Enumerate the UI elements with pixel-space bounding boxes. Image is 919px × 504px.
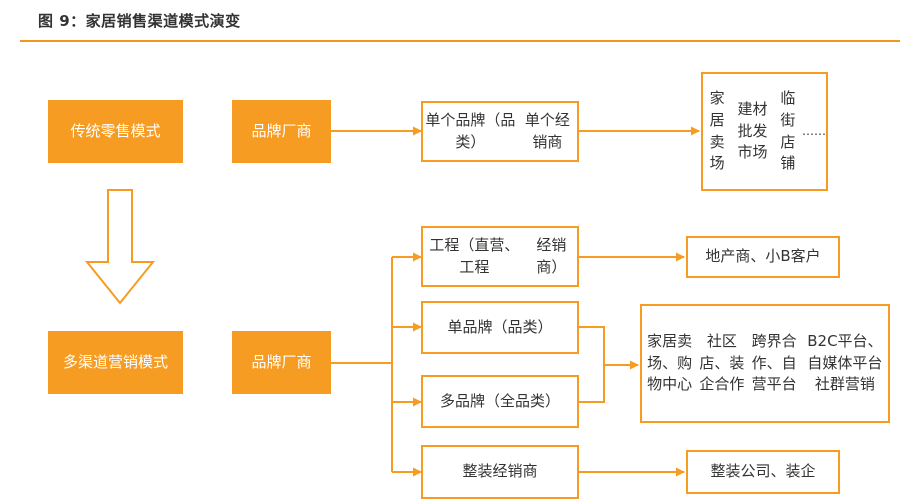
figure-title: 图 9：家居销售渠道模式演变 — [38, 12, 241, 30]
multichannel-brand-box: 品牌厂商 — [232, 331, 331, 394]
target-line: 社区店、装企合作 — [699, 331, 745, 394]
whole-house-dealer-box: 整装经销商 — [421, 445, 579, 499]
evolution-down-arrow — [84, 189, 156, 305]
single-brand-dealer-box: 单个品牌（品类） 单个经销商 — [421, 101, 579, 162]
outlet-line: 临街店铺 — [780, 89, 796, 173]
whole-house-target-box: 整装公司、装企 — [686, 450, 840, 494]
brand-targets-box: 家居卖场、购物中心 社区店、装企合作 跨界合作、自营平台 B2C平台、自媒体平台… — [640, 304, 890, 423]
outlet-ellipsis: …… — [801, 123, 826, 138]
engineering-target-box: 地产商、小B客户 — [686, 236, 840, 278]
outlet-line: 建材批发市场 — [737, 99, 768, 162]
bracket-brand-merge — [579, 326, 605, 403]
traditional-mode-box: 传统零售模式 — [48, 100, 183, 163]
single-dealer-line: 单个经销商 — [524, 110, 570, 151]
traditional-outlets-box: 家居卖场 建材批发市场 临街店铺 …… — [701, 72, 828, 191]
single-brand-line: 单个品牌（品类） — [425, 110, 516, 151]
engineering-line: 工程（直营、工程 — [429, 235, 520, 276]
engineering-channel-box: 工程（直营、工程 经销商） — [421, 226, 579, 287]
multi-brand-box: 多品牌（全品类） — [421, 375, 579, 428]
target-line: 跨界合作、自营平台 — [751, 331, 797, 394]
title-divider — [20, 40, 900, 42]
engineering-line: 经销商） — [536, 235, 567, 276]
traditional-brand-box: 品牌厂商 — [232, 100, 331, 163]
outlet-line: 家居卖场 — [709, 89, 725, 173]
target-line: 家居卖场、购物中心 — [647, 331, 693, 394]
single-brand-box: 单品牌（品类） — [421, 301, 579, 354]
target-line: B2C平台、自媒体平台社群营销 — [807, 331, 883, 394]
multichannel-mode-box: 多渠道营销模式 — [48, 331, 183, 394]
